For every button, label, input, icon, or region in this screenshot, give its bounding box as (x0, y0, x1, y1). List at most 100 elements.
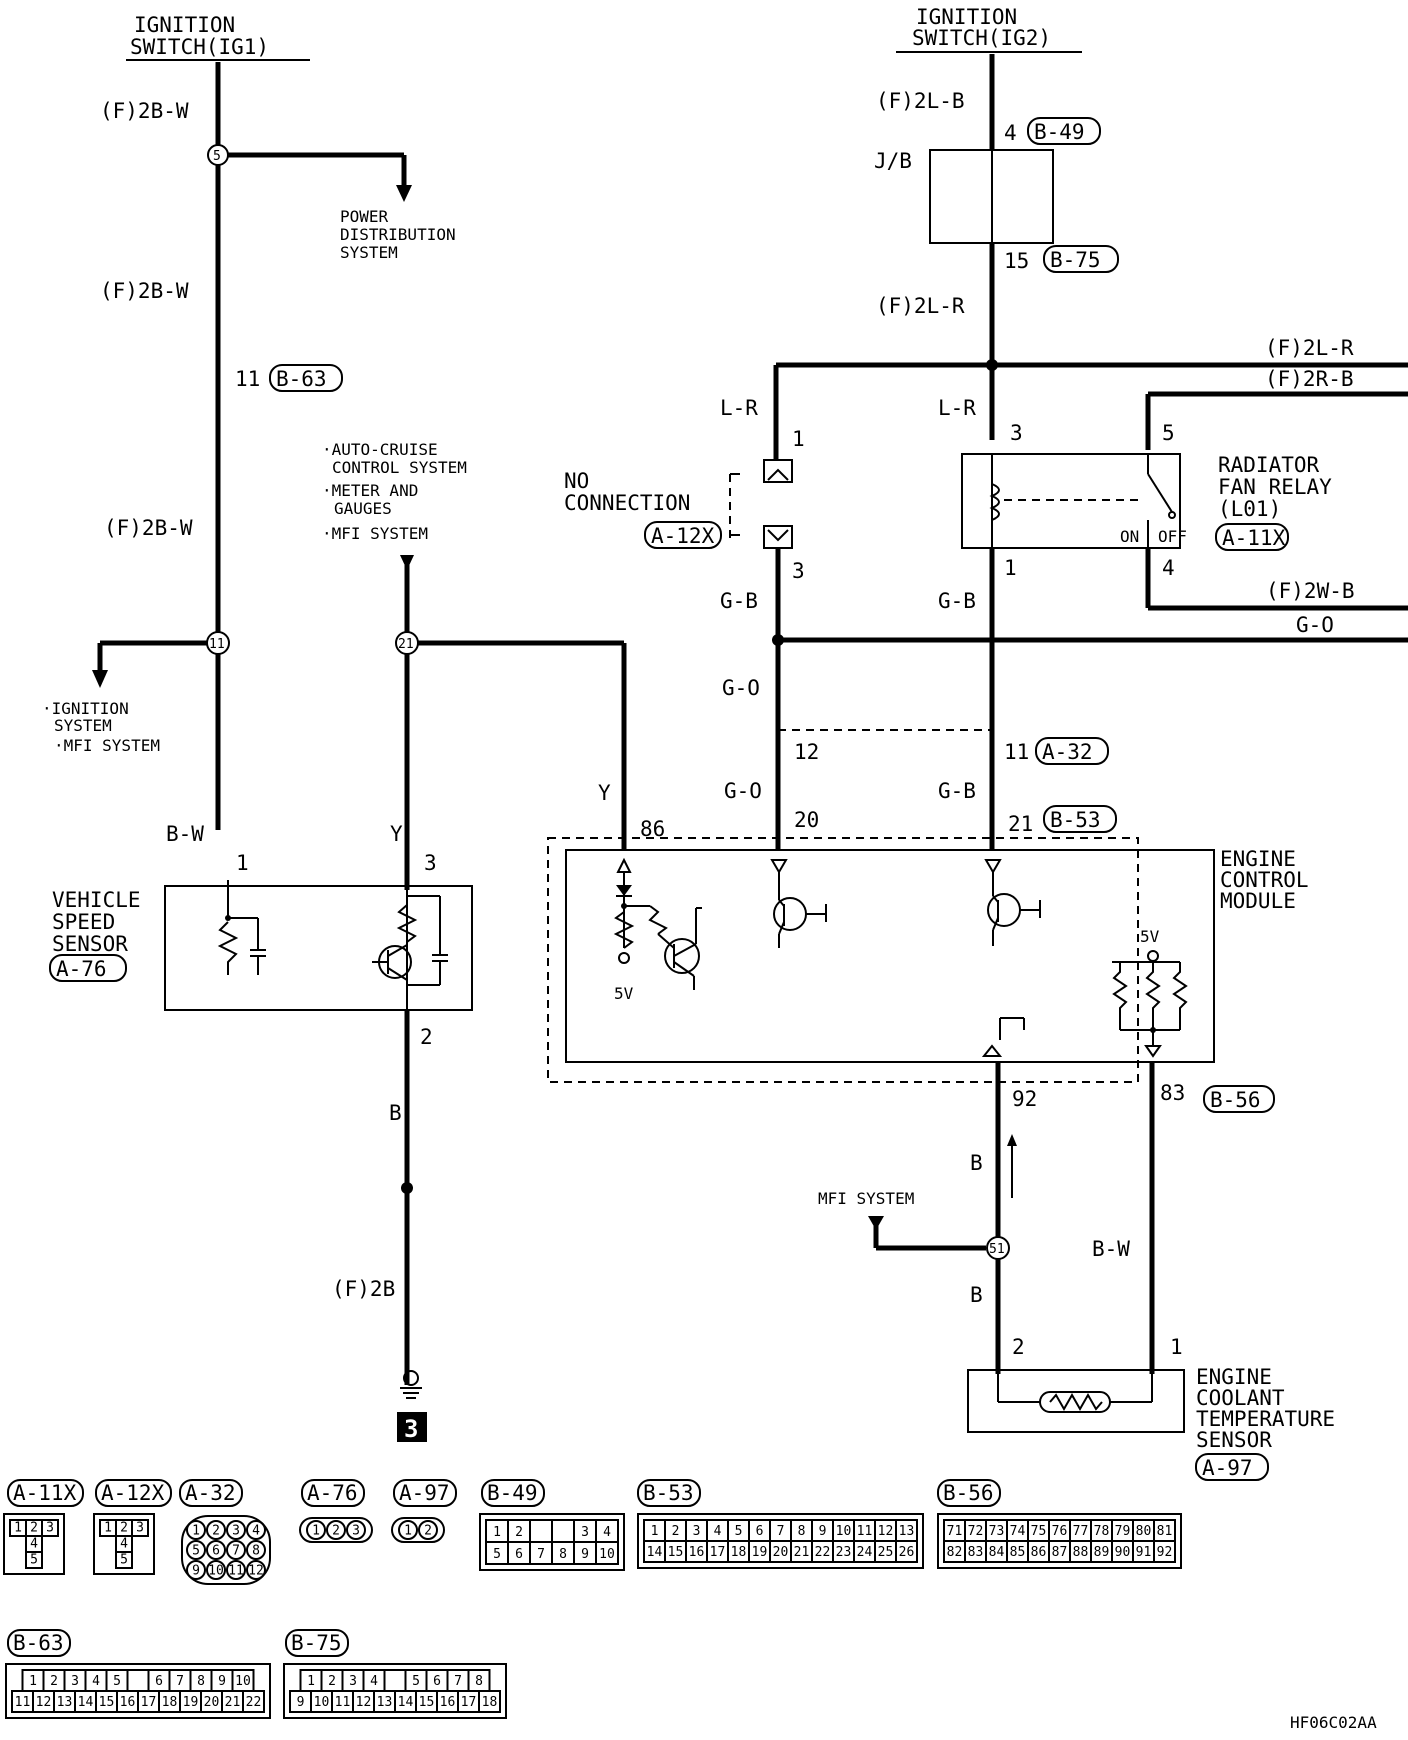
wire-label-f2lr: (F)2L-R (876, 294, 965, 318)
arrow-ignition-system (92, 670, 108, 688)
pin-b49-7: 7 (537, 1547, 545, 1562)
pin-a32-6: 6 (212, 1543, 220, 1558)
b75-conn-label: B-75 (1050, 248, 1101, 272)
pin-b53-15: 15 (668, 1545, 684, 1560)
ecm-pin86: 86 (640, 817, 665, 841)
b49-conn-label: B-49 (1034, 120, 1085, 144)
ig1-title-line1: IGNITION (134, 13, 235, 37)
wire-label-f2bw-3: (F)2B-W (104, 516, 193, 540)
pin-a11x-2: 2 (30, 1521, 38, 1536)
pin-a97-2: 2 (424, 1523, 432, 1538)
pin-b53-4: 4 (714, 1524, 722, 1539)
pin-b49-6: 6 (515, 1547, 523, 1562)
pin-b53-6: 6 (756, 1524, 764, 1539)
vss-l1: VEHICLE (52, 888, 141, 912)
mid-note-4: GAUGES (334, 499, 392, 518)
connector-name-b49: B-49 (487, 1481, 538, 1505)
pin-a12x-1: 1 (104, 1521, 112, 1536)
junction-51-label: 51 (989, 1242, 1005, 1257)
relay-coil-icon (989, 483, 1000, 521)
pin-a32-10: 10 (208, 1563, 224, 1578)
pin-b56-90: 90 (1115, 1545, 1131, 1560)
pin-a32-1: 1 (192, 1523, 200, 1538)
ecm-pin21: 21 (1008, 812, 1033, 836)
ecm-box (565, 849, 1215, 1063)
power-distribution-label: POWER DISTRIBUTION SYSTEM (340, 207, 456, 262)
noconn-l2: CONNECTION (564, 491, 690, 515)
relay-l3: (L01) (1218, 497, 1281, 521)
connector-name-b63: B-63 (13, 1631, 64, 1655)
pin-b63-20: 20 (204, 1695, 220, 1710)
pin-b56-85: 85 (1010, 1545, 1026, 1560)
ignition-mfi-label: ·IGNITION SYSTEM ·MFI SYSTEM (42, 699, 160, 755)
pin-b53-10: 10 (836, 1524, 852, 1539)
pin-a32-11: 11 (228, 1563, 244, 1578)
power-dist-l1: POWER (340, 207, 389, 226)
pin-b75-18: 18 (482, 1695, 498, 1710)
a32-connector-badge (1035, 737, 1109, 765)
ecm-5v-b: 5V (1140, 927, 1160, 946)
b53-conn-label: B-53 (1050, 808, 1101, 832)
pin-b63-17: 17 (141, 1695, 157, 1710)
a97-conn-label: A-97 (1202, 1456, 1253, 1480)
ign-left-l1: ·IGNITION (42, 699, 129, 718)
wire-label-bw-vss: B-W (166, 822, 204, 846)
pin-b56-72: 72 (968, 1524, 984, 1539)
pin-a76-1: 1 (312, 1523, 320, 1538)
pin-b56-81: 81 (1157, 1524, 1173, 1539)
pin-b75-13: 13 (377, 1695, 393, 1710)
pin-a12x-4: 4 (120, 1537, 128, 1552)
a32-conn-label: A-32 (1042, 740, 1093, 764)
pin-b53-7: 7 (777, 1524, 785, 1539)
pin-b53-2: 2 (672, 1524, 680, 1539)
wire-label-gb-low: G-B (938, 779, 976, 803)
wire-label-y-vss: Y (390, 822, 403, 846)
pin-b53-19: 19 (752, 1545, 768, 1560)
noconn-pin3: 3 (792, 559, 805, 583)
ect-l3: TEMPERATURE (1196, 1407, 1335, 1431)
relay-l1: RADIATOR (1218, 453, 1320, 477)
transistor-86-icon (664, 938, 700, 974)
pin-b56-91: 91 (1136, 1545, 1152, 1560)
vss-connector-badge (49, 954, 127, 982)
relay-pin3: 3 (1010, 421, 1023, 445)
wire-label-b-vss: B (389, 1101, 402, 1125)
pin-b56-71: 71 (947, 1524, 963, 1539)
relay-l2: FAN RELAY (1218, 475, 1332, 499)
a32-pin11: 11 (1004, 740, 1029, 764)
ecm-l1: ENGINE (1220, 847, 1296, 871)
b75-connector-badge (1043, 245, 1119, 273)
ect-box (967, 1369, 1185, 1433)
ecm-pin83: 83 (1160, 1081, 1185, 1105)
relay-pin1: 1 (1004, 556, 1017, 580)
connector-name-a97: A-97 (399, 1481, 450, 1505)
wire-label-lr-mid: L-R (938, 396, 976, 420)
vss-pin1: 1 (236, 851, 249, 875)
pin-b53-12: 12 (878, 1524, 894, 1539)
pin-b56-76: 76 (1052, 1524, 1068, 1539)
ign-left-l2: SYSTEM (54, 716, 112, 735)
engine-control-module: ENGINE CONTROL MODULE 86 5V (547, 817, 1309, 1083)
wire-label-f2bw-2: (F)2B-W (100, 279, 189, 303)
power-dist-l3: SYSTEM (340, 243, 398, 262)
pin-a12x-2: 2 (120, 1521, 128, 1536)
pin-b53-23: 23 (836, 1545, 852, 1560)
power-dist-l2: DISTRIBUTION (340, 225, 456, 244)
pin-b56-92: 92 (1157, 1545, 1173, 1560)
pin-b63-19: 19 (183, 1695, 199, 1710)
noconn-terminal-top (763, 459, 793, 483)
junction-11-label: 11 (209, 637, 225, 652)
no-connection-label: NO CONNECTION A-12X (564, 469, 722, 549)
b49-connector-badge (1027, 117, 1101, 145)
b63-connector-badge (269, 364, 343, 392)
pin-a76-3: 3 (352, 1523, 360, 1538)
wire-label-y-86: Y (598, 781, 611, 805)
vss-box (164, 885, 473, 1011)
pin-b63-22: 22 (246, 1695, 262, 1710)
pin-b63-3: 3 (71, 1674, 79, 1689)
